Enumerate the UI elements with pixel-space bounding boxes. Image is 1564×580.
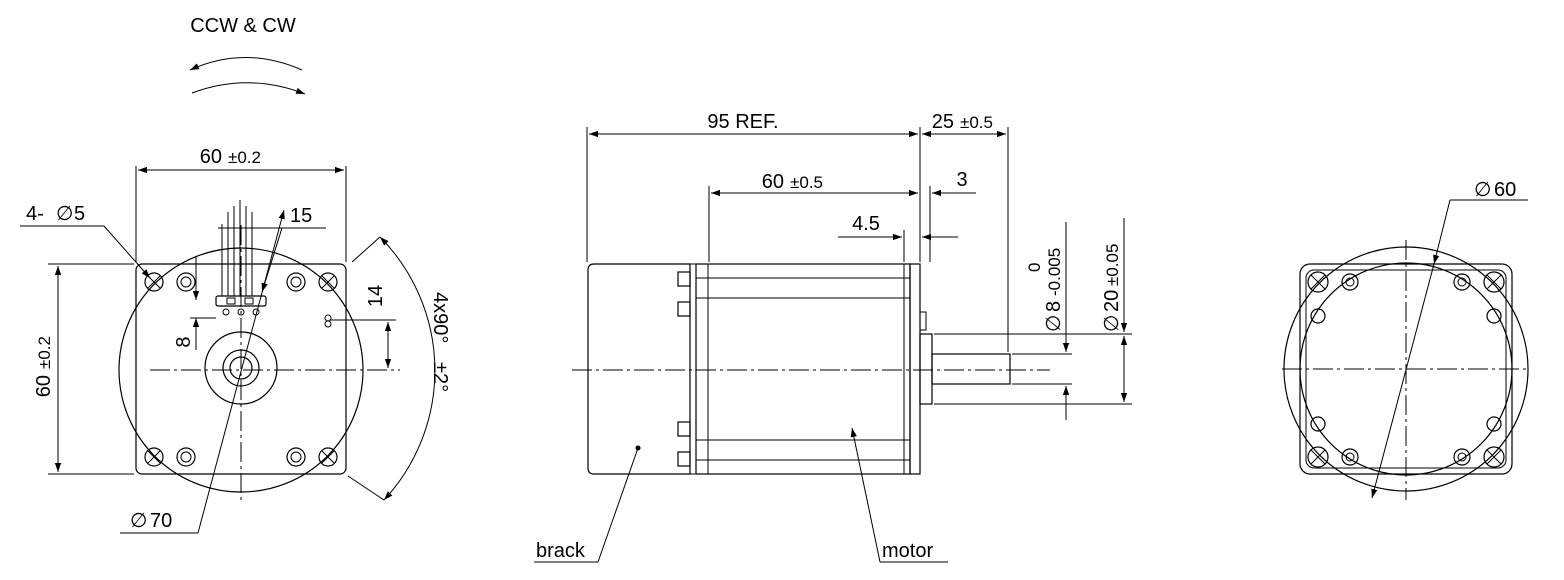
flange-offset-dimension: 4.5 — [838, 213, 958, 262]
front-height-tol: ±0.2 — [35, 336, 54, 369]
rear-screws — [1310, 273, 1502, 466]
shaft-length-dimension: 25 ±0.5 — [922, 111, 1009, 352]
shaft-diameter-dimension: ∅ 8 -0.005 0 — [1012, 222, 1072, 420]
front-height-dimension: 60 ±0.2 — [33, 263, 134, 475]
front-width-value: 60 — [200, 146, 222, 168]
holes-diameter: 5 — [74, 203, 85, 225]
angle-dimension: 4x90° ±2° — [347, 236, 451, 501]
rotation-indicator: CCW & CW — [189, 15, 306, 95]
ccw-arrow — [189, 57, 303, 71]
overall-length-dimension: 95 REF. — [586, 111, 921, 262]
shaft-diameter-symbol: ∅ — [1043, 315, 1065, 332]
side-shaft — [931, 353, 1011, 385]
front-screws — [176, 272, 332, 467]
shaft-length-tol: ±0.5 — [960, 113, 993, 132]
flange-thickness-dimension: 3 — [929, 169, 976, 262]
rear-view: ∅ 60 — [1282, 179, 1530, 500]
flange-offset-value: 4.5 — [852, 213, 880, 235]
rear-diameter-value: 60 — [1494, 179, 1516, 201]
rear-mount-holes — [1307, 271, 1505, 468]
pcd-diameter-symbol: ∅ — [130, 510, 147, 532]
front-width-dimension: 60 ±0.2 — [135, 146, 347, 262]
holes-callout: 4- ∅ 5 — [20, 203, 151, 279]
motor-label: motor — [882, 540, 933, 562]
front-mount-holes — [144, 272, 338, 467]
pilot-diameter-dimension: ∅ 20 ±0.05 — [934, 218, 1132, 405]
pilot-diameter-symbol: ∅ — [1101, 315, 1123, 332]
angle-value: 4x90° — [429, 292, 451, 343]
flange-thickness-value: 3 — [956, 169, 967, 191]
shaft-diameter-tol-upper: 0 — [1025, 263, 1044, 272]
side-motor-body — [695, 263, 911, 475]
shaft-diameter-tol-lower: -0.005 — [1045, 248, 1064, 296]
pilot-diameter-value: 20 — [1101, 290, 1123, 312]
motor-callout: motor — [850, 427, 948, 563]
shaft-length-value: 25 — [932, 111, 954, 133]
brack-callout: brack — [534, 445, 641, 563]
pilot-diameter-tol: ±0.05 — [1103, 244, 1122, 286]
overall-length-value: 95 REF. — [707, 111, 778, 133]
side-bracket — [587, 263, 691, 475]
side-view: 95 REF. 25 ±0.5 60 ±0.5 3 4.5 — [534, 111, 1132, 563]
cw-arrow — [191, 82, 306, 95]
connector-width-value: 15 — [290, 205, 312, 227]
rear-diameter-symbol: ∅ — [1474, 179, 1491, 201]
pcd-value: 70 — [150, 510, 172, 532]
front-height-value: 60 — [33, 375, 55, 397]
body-length-dimension: 60 ±0.5 — [708, 171, 918, 262]
rotation-label: CCW & CW — [190, 15, 296, 37]
rear-diameter-callout: ∅ 60 — [1371, 179, 1528, 499]
side-pilot — [919, 333, 933, 405]
connector-height-value: 14 — [365, 285, 387, 307]
connector-height-dimension: 14 — [330, 285, 396, 368]
body-length-tol: ±0.5 — [790, 173, 823, 192]
body-length-value: 60 — [762, 171, 784, 193]
connector-offset-dimension: 8 — [173, 256, 216, 350]
holes-count: 4- — [26, 203, 44, 225]
angle-tol: ±2° — [429, 362, 451, 392]
front-view: 60 ±0.2 60 ±0.2 4- ∅ 5 15 — [20, 146, 451, 534]
pcd-callout: ∅ 70 — [120, 209, 285, 534]
front-width-tol: ±0.2 — [228, 148, 261, 167]
connector-offset-value: 8 — [173, 336, 195, 347]
brack-label: brack — [536, 540, 586, 562]
side-flange — [909, 263, 921, 475]
side-screw-heads — [677, 271, 691, 467]
shaft-diameter-value: 8 — [1043, 301, 1065, 312]
holes-diameter-symbol: ∅ — [56, 203, 73, 225]
